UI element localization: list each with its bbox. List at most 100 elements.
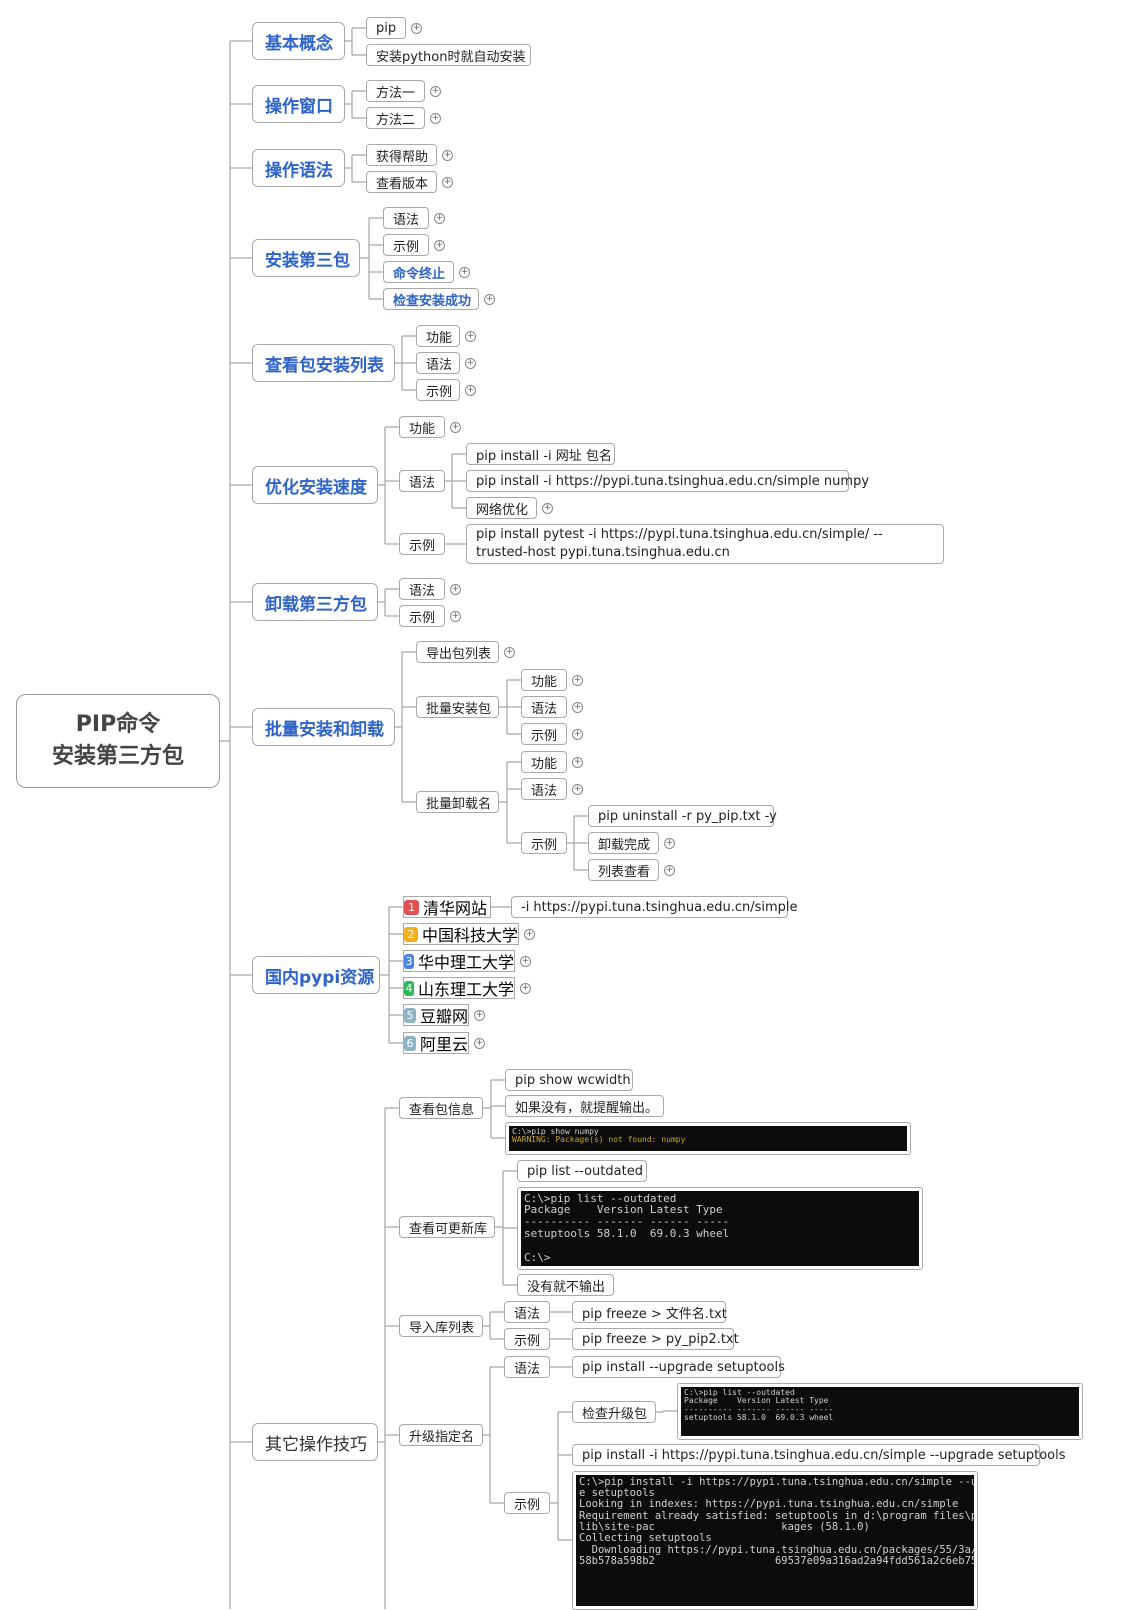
subtopic[interactable]: pip uninstall -r py_pip.txt -y <box>588 805 777 827</box>
subtopic[interactable]: 功能 <box>521 751 567 773</box>
branch-topic[interactable]: 安装第三包 <box>252 239 360 277</box>
expand-plus-icon[interactable]: + <box>450 583 461 595</box>
expand-plus-icon[interactable]: + <box>465 357 476 369</box>
expand-plus-icon[interactable]: + <box>572 783 583 795</box>
expand-plus-icon[interactable]: + <box>572 728 583 740</box>
expand-plus-icon[interactable]: + <box>430 85 441 97</box>
subtopic[interactable]: 语法 <box>383 207 429 229</box>
branch-topic[interactable]: 基本概念 <box>252 22 345 60</box>
expand-plus-icon[interactable]: + <box>664 837 675 849</box>
subtopic[interactable]: 网络优化 <box>466 497 537 519</box>
expand-plus-icon[interactable]: + <box>572 756 583 768</box>
subtopic[interactable]: 示例 <box>399 605 445 627</box>
subtopic[interactable]: 升级指定名 <box>399 1424 483 1446</box>
subtopic[interactable]: pip install -i https://pypi.tuna.tsinghu… <box>572 1444 1066 1466</box>
subtopic[interactable]: 方法一 <box>366 80 425 102</box>
subtopic[interactable]: 语法 <box>504 1301 550 1323</box>
subtopic[interactable]: 导出包列表 <box>416 641 499 663</box>
expand-plus-icon[interactable]: + <box>442 176 453 188</box>
expand-plus-icon[interactable]: + <box>465 384 476 396</box>
subtopic[interactable]: pip freeze > py_pip2.txt <box>572 1328 739 1350</box>
subtopic[interactable]: 语法 <box>504 1356 550 1378</box>
branch-topic[interactable]: 查看包安装列表 <box>252 344 395 382</box>
subtopic[interactable]: pip freeze > 文件名.txt <box>572 1301 727 1323</box>
branch-topic[interactable]: 操作语法 <box>252 149 345 187</box>
subtopic[interactable]: 没有就不输出 <box>517 1274 614 1296</box>
subtopic[interactable]: 功能 <box>416 325 460 347</box>
branch-topic[interactable]: 卸载第三方包 <box>252 583 378 621</box>
subtopic[interactable]: 安装python时就自动安装 <box>366 44 531 66</box>
subtopic[interactable]: 示例 <box>504 1492 550 1514</box>
subtopic[interactable]: 示例 <box>399 533 445 555</box>
expand-plus-icon[interactable]: + <box>520 982 531 994</box>
branch-topic[interactable]: 国内pypi资源 <box>252 956 380 994</box>
subtopic[interactable]: 语法 <box>399 470 445 492</box>
subtopic[interactable]: 列表查看 <box>588 859 659 881</box>
expand-plus-icon[interactable]: + <box>520 955 531 967</box>
subtopic[interactable]: 语法 <box>416 352 460 374</box>
branch-topic[interactable]: 操作窗口 <box>252 85 345 123</box>
expand-plus-icon[interactable]: + <box>450 421 461 433</box>
expand-plus-icon[interactable]: + <box>504 646 515 658</box>
subtopic[interactable]: 检查升级包 <box>572 1401 656 1423</box>
subtopic[interactable]: 功能 <box>521 669 567 691</box>
expand-plus-icon[interactable]: + <box>434 212 445 224</box>
subtopic[interactable]: 卸载完成 <box>588 832 659 854</box>
branch-topic[interactable]: 其它操作技巧 <box>252 1423 378 1461</box>
subtopic[interactable]: 如果没有，就提醒输出。 <box>505 1095 664 1117</box>
expand-plus-icon[interactable]: + <box>430 112 441 124</box>
subtopic[interactable]: pip list --outdated <box>517 1160 647 1182</box>
subtopic[interactable]: pip install pytest -i https://pypi.tuna.… <box>466 524 944 564</box>
expand-plus-icon[interactable]: + <box>484 293 495 305</box>
subtopic[interactable]: 查看包信息 <box>399 1097 483 1119</box>
expand-plus-icon[interactable]: + <box>524 928 535 940</box>
subtopic[interactable]: 语法 <box>521 696 567 718</box>
expand-plus-icon[interactable]: + <box>474 1037 485 1049</box>
branch-topic[interactable]: 优化安装速度 <box>252 466 378 504</box>
subtopic[interactable]: pip show wcwidth <box>505 1069 633 1091</box>
central-topic[interactable]: PIP命令安装第三方包 <box>16 694 220 788</box>
subtopic[interactable]: pip <box>366 17 406 39</box>
expand-plus-icon[interactable]: + <box>572 674 583 686</box>
subtopic[interactable]: 获得帮助 <box>366 144 437 166</box>
expand-plus-icon[interactable]: + <box>434 239 445 251</box>
subtopic[interactable]: pip install -i 网址 包名 <box>466 443 615 465</box>
subtopic[interactable]: 功能 <box>399 416 445 438</box>
subtopic[interactable]: 语法 <box>399 578 445 600</box>
subtopic[interactable]: 示例 <box>383 234 429 256</box>
subtopic[interactable]: pip install -i https://pypi.tuna.tsinghu… <box>466 470 869 492</box>
subtopic[interactable]: -i https://pypi.tuna.tsinghua.edu.cn/sim… <box>511 896 798 918</box>
branch-topic[interactable]: 批量安装和卸载 <box>252 708 395 746</box>
subtopic[interactable]: 命令终止 <box>383 261 454 283</box>
subtopic[interactable]: 示例 <box>521 723 567 745</box>
expand-plus-icon[interactable]: + <box>542 502 553 514</box>
expand-plus-icon[interactable]: + <box>450 610 461 622</box>
subtopic[interactable]: 方法二 <box>366 107 425 129</box>
subtopic[interactable]: 检查安装成功 <box>383 288 479 310</box>
subtopic[interactable]: 批量卸载名 <box>416 791 499 813</box>
subtopic[interactable]: 语法 <box>521 778 567 800</box>
expand-plus-icon[interactable]: + <box>664 864 675 876</box>
subtopic[interactable]: 查看可更新库 <box>399 1216 495 1238</box>
expand-plus-icon[interactable]: + <box>459 266 470 278</box>
subtopic[interactable]: 导入库列表 <box>399 1315 483 1337</box>
expand-plus-icon[interactable]: + <box>572 701 583 713</box>
subtopic[interactable]: 示例 <box>416 379 460 401</box>
expand-plus-icon[interactable]: + <box>442 149 453 161</box>
subtopic[interactable]: 批量安装包 <box>416 696 499 718</box>
terminal-line: C:\> <box>524 1250 551 1264</box>
subtopic[interactable]: 查看版本 <box>366 171 437 193</box>
subtopic[interactable]: 示例 <box>504 1328 550 1350</box>
subtopic[interactable]: pip install --upgrade setuptools <box>572 1356 785 1378</box>
subtopic[interactable]: 示例 <box>521 832 567 854</box>
expand-plus-icon[interactable]: + <box>465 330 476 342</box>
expand-plus-icon[interactable]: + <box>474 1009 485 1021</box>
expand-plus-icon[interactable]: + <box>411 22 422 34</box>
